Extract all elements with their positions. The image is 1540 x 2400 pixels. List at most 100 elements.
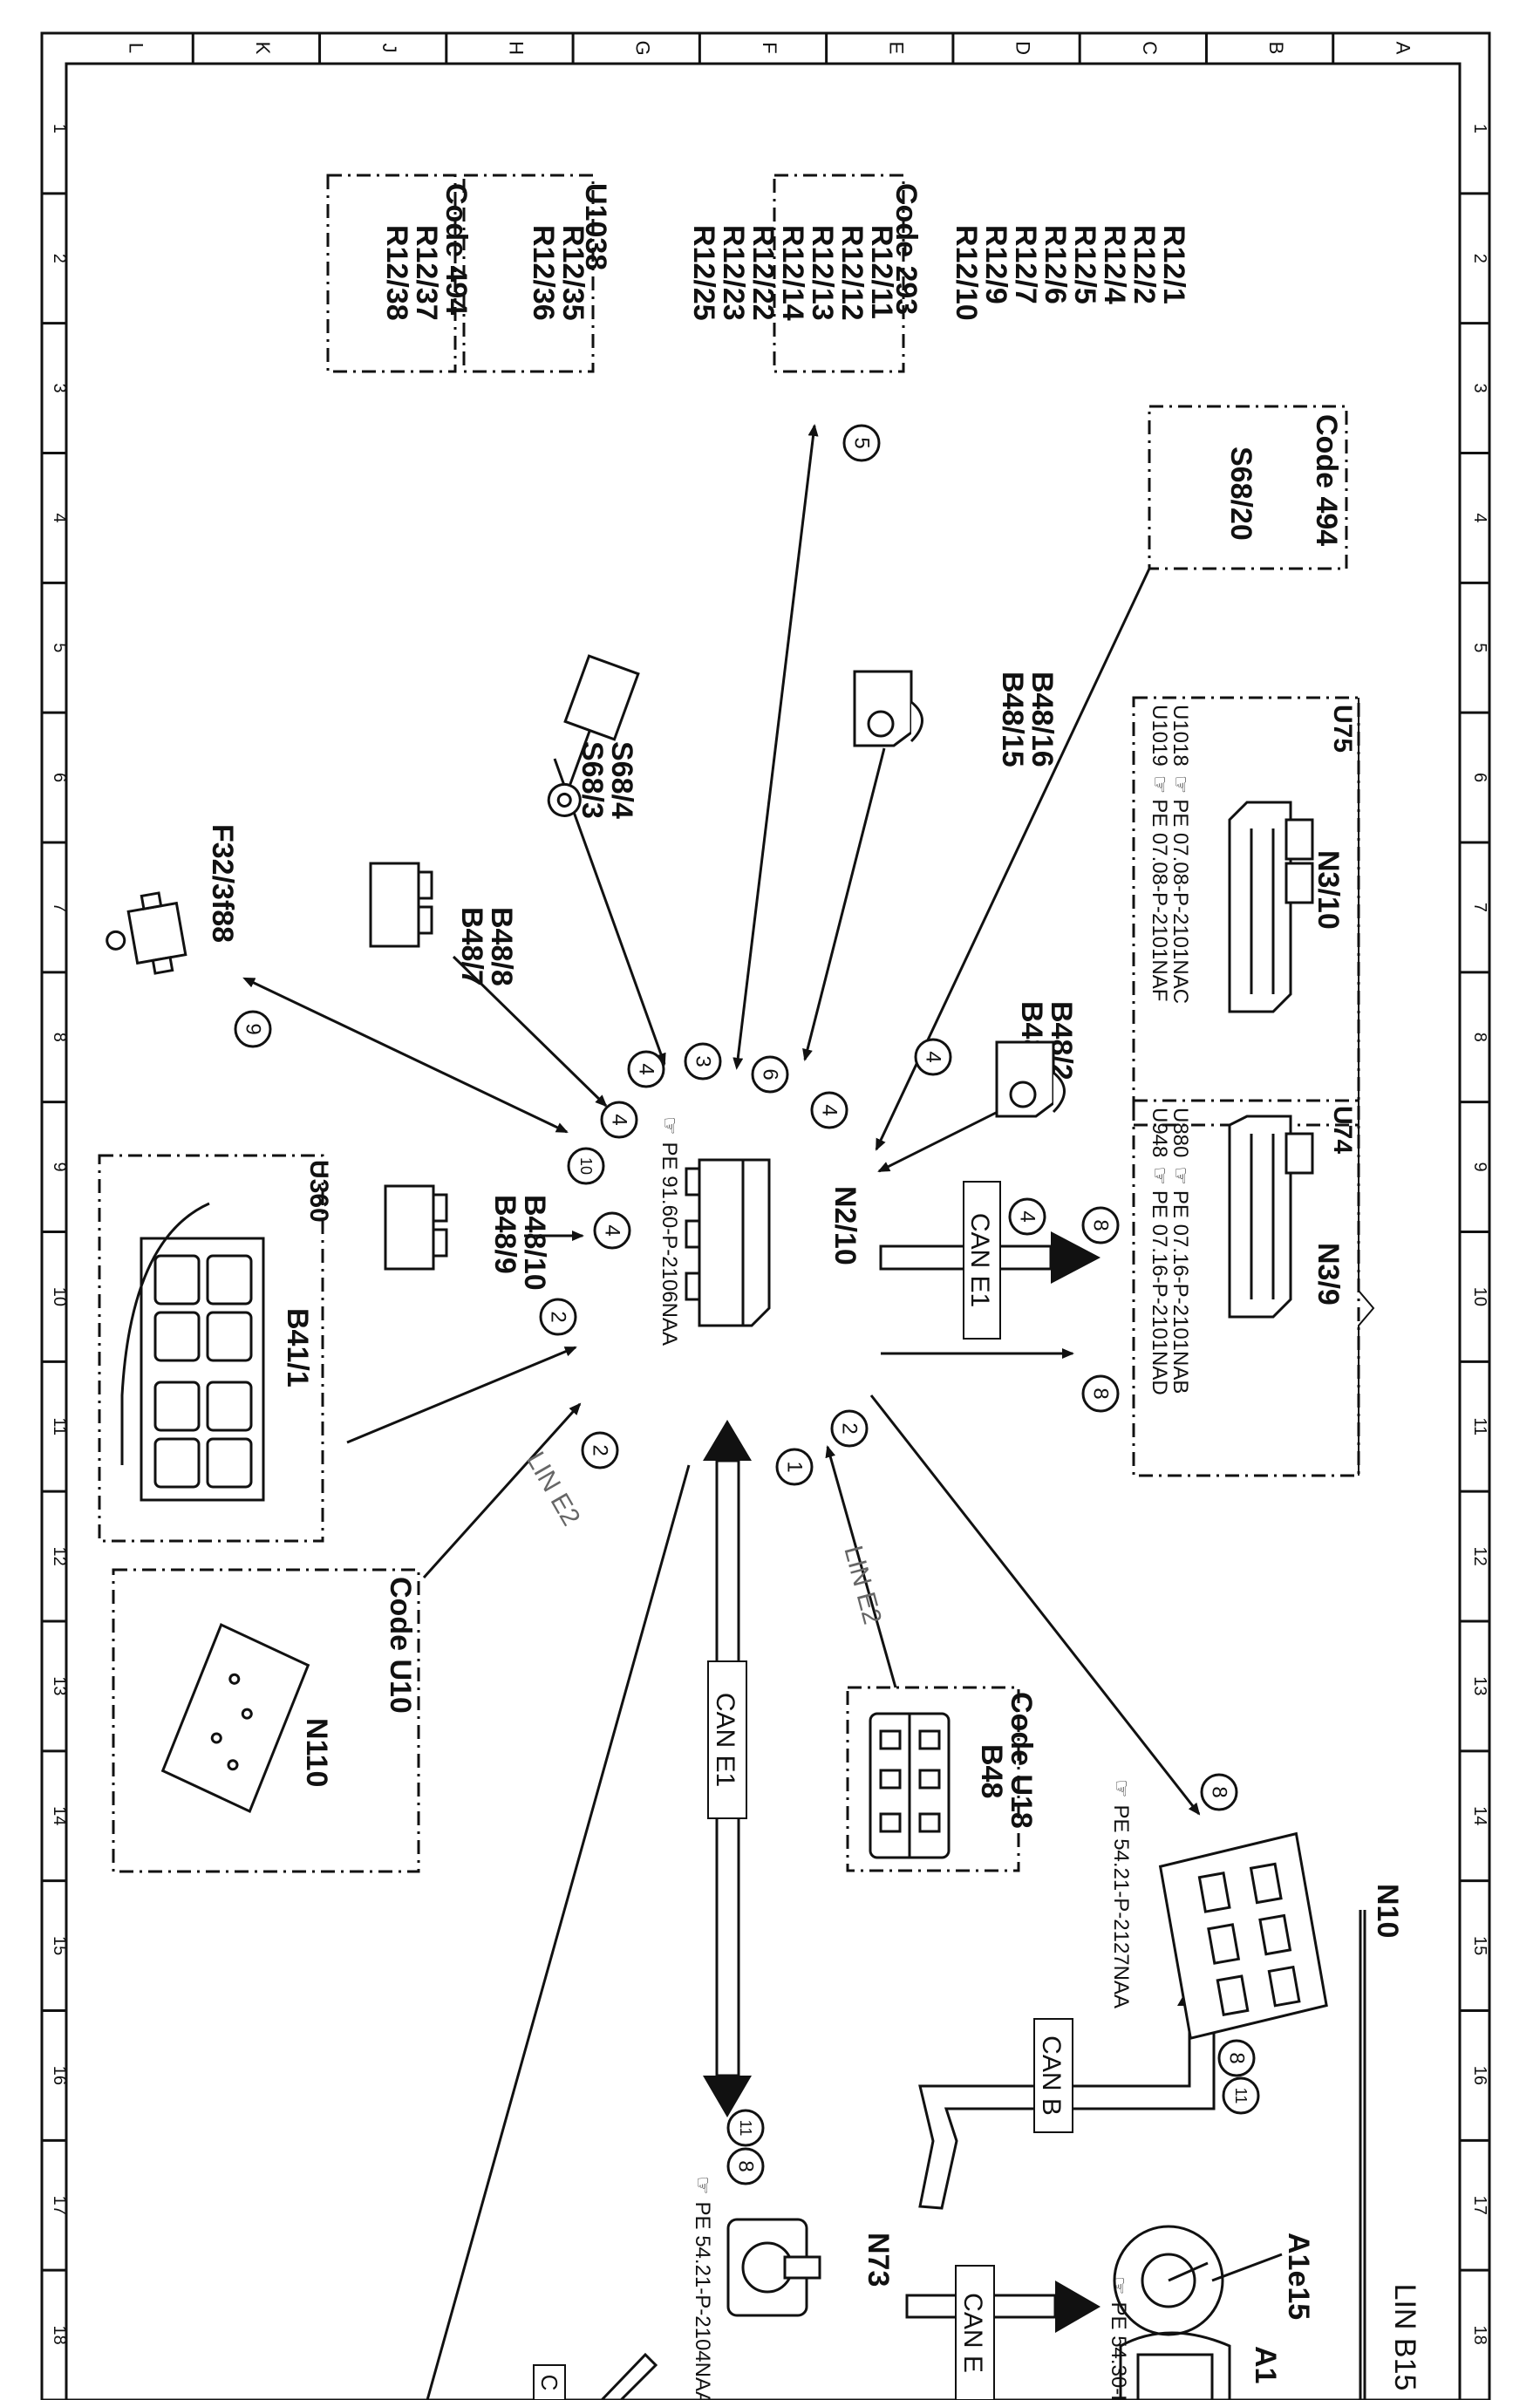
svg-text:U75: U75 — [1328, 705, 1357, 753]
marker-number: 8 — [1208, 1786, 1231, 1797]
row-number: 9 — [50, 1162, 69, 1172]
marker-number: 9 — [242, 1023, 265, 1034]
b487-group: B48/7B48/8 — [369, 862, 518, 986]
marker-circle — [842, 424, 881, 462]
marker-number: 4 — [601, 1224, 624, 1236]
r12-top-list: R12/1 R12/2 R12/4 R12/5 R12/6 R12/7 R12/… — [950, 225, 1190, 321]
bus-label-can-b: CAN B — [1037, 2035, 1066, 2116]
r12-lists: R12/1 R12/2 R12/4 R12/5 R12/6 R12/7 R12/… — [380, 183, 1190, 321]
column-letter: F — [759, 42, 780, 53]
can-e1-right-arrow: CAN E1 — [879, 1181, 1100, 1340]
code-293-label: Code 293 — [889, 183, 923, 315]
svg-text:U880☞PE 07.16-P-2101NAB: U880☞PE 07.16-P-2101NAB — [1169, 1108, 1192, 1394]
row-number: 2 — [1470, 254, 1489, 263]
marker-circle — [581, 1431, 619, 1469]
can-e-partial-arrow: CAN E — [905, 2265, 1100, 2400]
marker-number: 4 — [818, 1104, 842, 1115]
u75-group: U75 N3/10 U1018☞PE 07.08-P-2101NAC U1019… — [1148, 705, 1357, 1013]
brace — [1358, 698, 1375, 1476]
row-number: 13 — [1470, 1676, 1489, 1695]
line-b411 — [346, 1346, 577, 1444]
column-letter: B — [1265, 42, 1287, 55]
b48-label: B48 — [975, 1744, 1008, 1798]
svg-text:B48/9B48/10: B48/9B48/10 — [488, 1195, 551, 1291]
marker-number: 8 — [1089, 1219, 1113, 1231]
marker-circle — [830, 1409, 869, 1448]
row-number: 16 — [1470, 2066, 1489, 2085]
svg-text:S68/3S68/4: S68/3S68/4 — [576, 741, 638, 819]
row-number: 3 — [1470, 384, 1489, 393]
marker-number: 2 — [547, 1311, 570, 1322]
marker-number: 5 — [850, 437, 874, 448]
svg-text:B48/7B48/8: B48/7B48/8 — [455, 907, 518, 986]
line-long — [426, 1464, 691, 2400]
column-letter: A — [1392, 42, 1414, 55]
b489-sensor-icon — [384, 1184, 448, 1271]
n10-label: N10 — [1371, 1884, 1404, 1938]
column-letter: J — [378, 44, 400, 53]
row-number: 13 — [50, 1676, 69, 1695]
row-number: 10 — [1470, 1287, 1489, 1306]
svg-text:U360: U360 — [304, 1160, 333, 1223]
row-number: 10 — [50, 1287, 69, 1306]
n39-module-icon — [1228, 1115, 1314, 1319]
marker-circle — [726, 2109, 765, 2147]
u74-group: U74 N3/9 U880☞PE 07.16-P-2101NAB U948☞PE… — [1148, 1106, 1357, 1395]
column-letter: K — [252, 42, 274, 55]
n10-module-icon — [1158, 1831, 1328, 2041]
c-partial-box: C — [533, 2352, 658, 2400]
n73-label: N73 — [862, 2233, 895, 2287]
u1038-label: U1038 — [579, 183, 612, 270]
marker-circle — [1200, 1773, 1238, 1811]
marker-circle — [684, 1042, 722, 1081]
box-code-u10 — [112, 1568, 420, 1873]
marker-number: 2 — [589, 1444, 612, 1456]
line-r12 — [733, 424, 819, 1070]
f32-fuse-icon — [106, 891, 187, 975]
n110-label: N110 — [300, 1718, 333, 1787]
line-n110 — [422, 1402, 582, 1579]
row-number: 17 — [1470, 2196, 1489, 2215]
svg-text:U948☞PE 07.16-P-2101NAD: U948☞PE 07.16-P-2101NAD — [1148, 1108, 1171, 1395]
column-letter: L — [126, 43, 147, 53]
row-number: 12 — [1470, 1546, 1489, 1565]
row-number: 1 — [1470, 124, 1489, 133]
marker-number: 1 — [783, 1461, 807, 1472]
dashed-boxes — [98, 174, 1360, 1873]
b489-group: B48/9B48/10 — [384, 1184, 551, 1291]
column-letter: D — [1012, 41, 1034, 55]
can-e1-down-arrow: CAN E1 — [703, 1420, 752, 2117]
row-number: 6 — [1470, 773, 1489, 782]
column-letter: C — [1139, 41, 1161, 55]
line-n10 — [869, 1394, 1201, 1816]
n73-ref: ☞PE 54.21-P-2104NAA — [691, 2176, 714, 2400]
bus-label-can-e1-vertical: CAN E1 — [711, 1693, 739, 1787]
b487-sensor-icon — [369, 862, 433, 948]
n210-label: N2/10 — [828, 1186, 862, 1265]
marker-number: 6 — [759, 1068, 782, 1080]
bus-label-can-e-partial: CAN E — [958, 2293, 987, 2373]
bus-label-lin-b15: LIN B15 — [1388, 2284, 1421, 2391]
s683-switch-icon — [547, 654, 640, 817]
b411-label: B41/1 — [281, 1308, 314, 1388]
row-number: 15 — [1470, 1936, 1489, 1955]
row-number: 3 — [50, 384, 69, 393]
row-number: 15 — [50, 1936, 69, 1955]
marker-number: 8 — [1225, 2052, 1249, 2063]
svg-text:Code U10: Code U10 — [384, 1577, 417, 1714]
marker-circle — [1008, 1197, 1046, 1236]
f32-group: F32/3f88 — [106, 824, 239, 975]
b48-mat-icon — [869, 1712, 951, 1859]
box-code-u18 — [846, 1686, 1020, 1872]
line-f32 — [242, 977, 569, 1134]
marker-number: 8 — [734, 2160, 758, 2172]
marker-number: 4 — [608, 1114, 631, 1125]
marker-circle — [1222, 2076, 1260, 2115]
box-code-293 — [773, 174, 905, 373]
marker-circle — [1217, 2039, 1256, 2077]
code-494-s6820-label: Code 494 — [1310, 414, 1343, 546]
marker-number: 11 — [737, 2120, 754, 2137]
s6820-label: S68/20 — [1224, 447, 1257, 541]
